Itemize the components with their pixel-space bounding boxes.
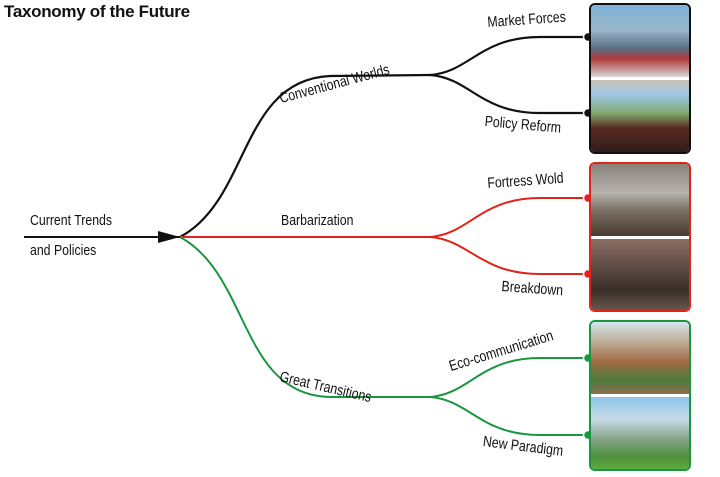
leaf-line-market	[429, 35, 588, 77]
leaf-line-eco	[429, 357, 588, 398]
root-label-line2: and Policies	[30, 242, 97, 259]
leaf-line-fortress	[429, 197, 588, 238]
leaf-line-breakdown	[429, 236, 588, 275]
branch-conventional	[179, 73, 431, 238]
branch-great-transitions	[179, 236, 430, 398]
great-transitions-images	[589, 320, 691, 471]
policy-reform-illustration	[591, 80, 689, 152]
branch-label-barbarization: Barbarization	[281, 212, 354, 229]
diagram-title: Taxonomy of the Future	[4, 2, 190, 21]
leaf-line-policy	[429, 73, 588, 115]
breakdown-illustration	[591, 239, 689, 310]
eco-communalism-illustration	[591, 322, 689, 394]
arrow-head-icon	[158, 231, 180, 243]
new-paradigm-illustration	[591, 397, 689, 469]
root-label-line1: Current Trends	[30, 212, 113, 229]
barbarization-images	[589, 162, 691, 312]
conventional-worlds-images	[589, 3, 691, 154]
fortress-world-illustration	[591, 164, 689, 236]
leaf-line-paradigm	[429, 396, 588, 436]
market-forces-illustration	[591, 5, 689, 77]
